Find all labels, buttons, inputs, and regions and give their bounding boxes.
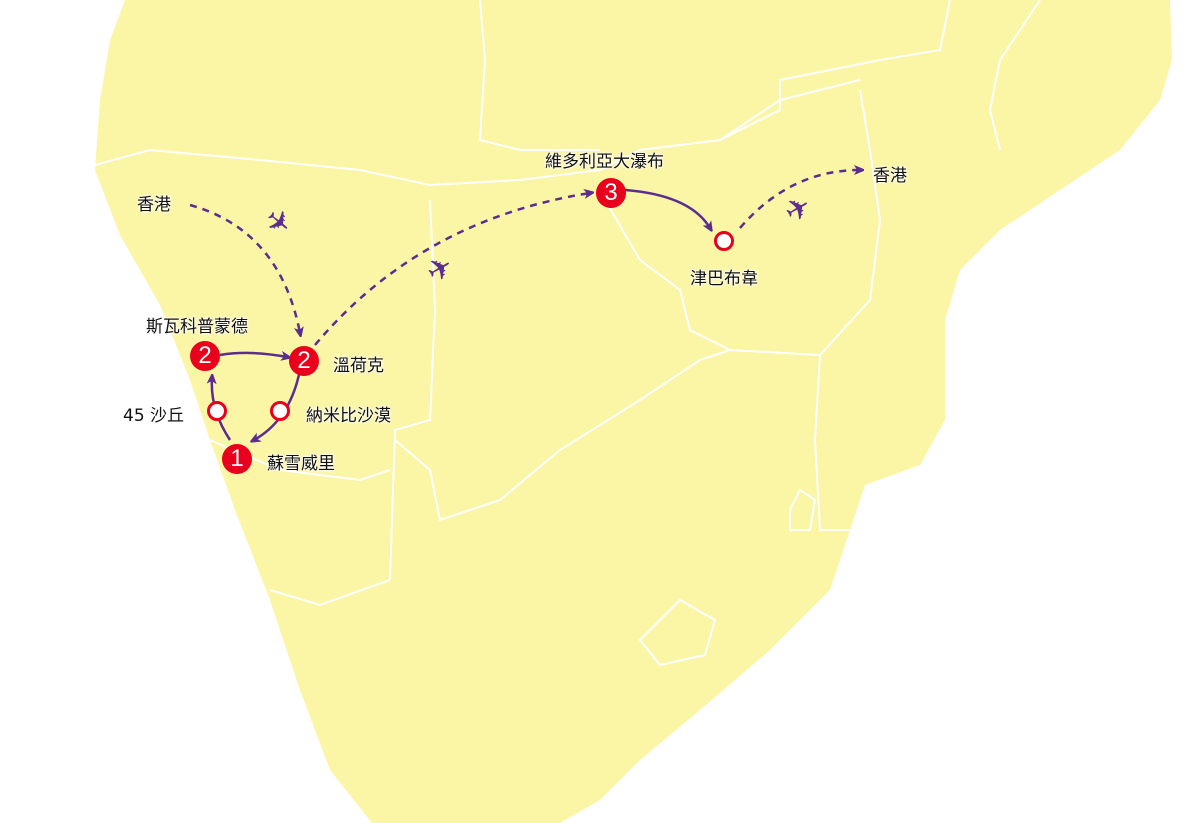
flight-route-windhoek-vicfalls	[314, 193, 590, 346]
label-sossusvlei: 蘇雪威里	[267, 454, 335, 474]
label-hk-west: 香港	[137, 195, 171, 215]
marker-victoria-falls: 3	[596, 178, 626, 208]
stop-namib	[270, 401, 290, 421]
route-swakop-windhoek	[219, 353, 287, 357]
flight-route-zimbabwe-hk	[739, 170, 860, 229]
routes	[189, 170, 860, 440]
label-namib: 納米比沙漠	[306, 406, 391, 426]
marker-sossusvlei: 1	[222, 444, 252, 474]
land-mass	[95, 0, 1172, 823]
label-dune45: 45 沙丘	[123, 406, 185, 426]
stop-dune45	[207, 401, 227, 421]
label-swakopmund: 斯瓦科普蒙德	[146, 317, 248, 337]
marker-swakopmund: 2	[190, 341, 220, 371]
label-zimbabwe: 津巴布韋	[690, 269, 758, 289]
marker-windhoek: 2	[289, 346, 319, 376]
stop-zimbabwe	[714, 231, 734, 251]
route-vicfalls-zimbabwe	[624, 188, 710, 228]
label-windhoek: 溫荷克	[333, 356, 384, 376]
label-victoria-falls: 維多利亞大瀑布	[545, 152, 664, 172]
label-hk-east: 香港	[873, 166, 907, 186]
